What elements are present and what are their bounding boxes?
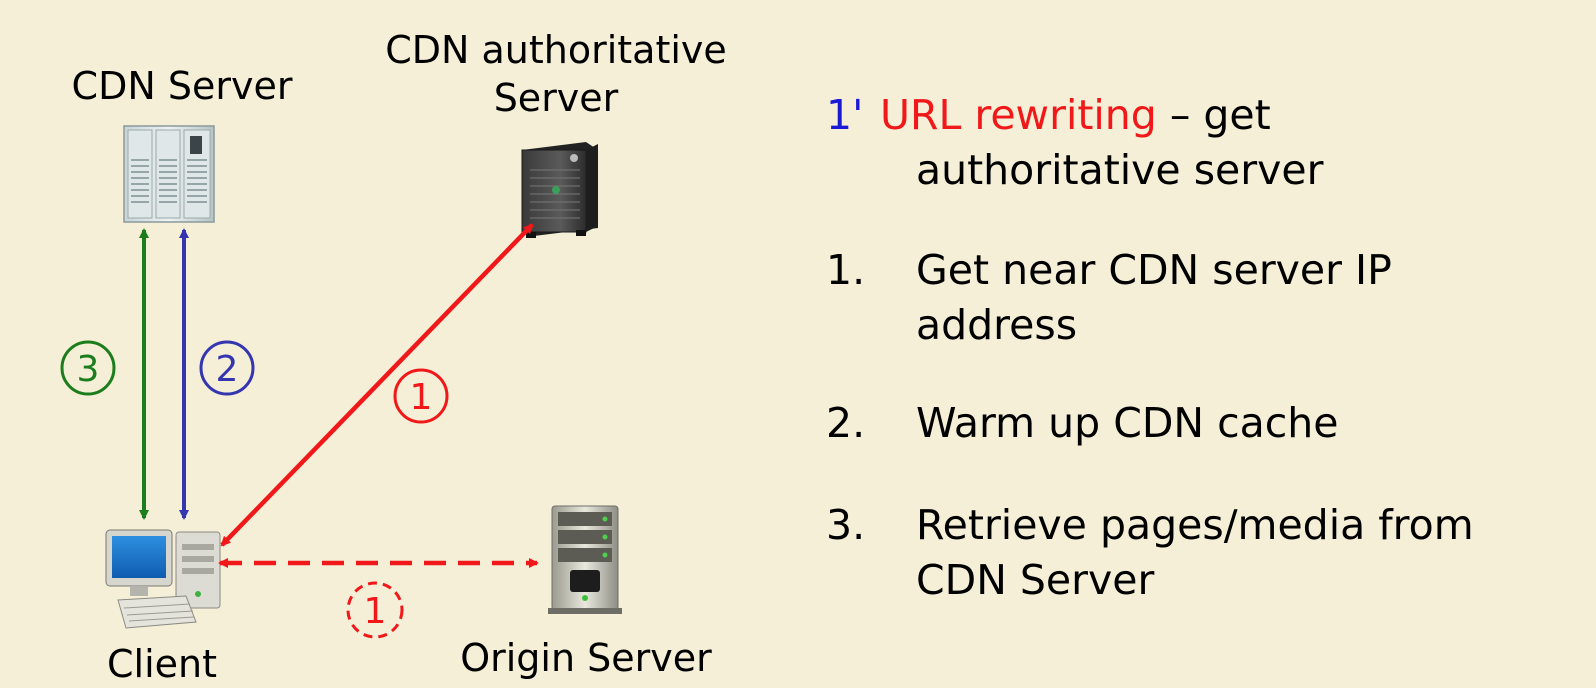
step-line1: Warm up CDN cache — [916, 399, 1339, 447]
step-rest: – get — [1156, 91, 1271, 139]
step-line2: address — [916, 301, 1078, 349]
origin-server-icon — [548, 505, 622, 614]
edge-label-circle-red-dashed — [346, 581, 404, 639]
edge-label-circle-green — [60, 340, 116, 396]
origin-server-label: Origin Server — [460, 636, 712, 680]
edge-label-circle-red — [393, 368, 449, 424]
cdn-diagram: 3 2 1 1 — [60, 125, 622, 639]
cdn-server-icon — [123, 125, 215, 223]
edge-label-circle-blue — [199, 340, 255, 396]
step-highlight: URL rewriting — [880, 91, 1157, 139]
cdn-authoritative-server-label: CDN authoritative Server — [376, 26, 736, 122]
edge-label-blue: 2 — [216, 349, 239, 390]
arrow-red-1-solid — [220, 223, 534, 547]
step-text: Get near CDN server IP address — [916, 243, 1392, 353]
cdn-server-label: CDN Server — [71, 64, 293, 108]
step-text: Warm up CDN cache — [916, 396, 1339, 451]
client-label: Client — [106, 642, 217, 686]
cdn-authoritative-line2: Server — [493, 76, 619, 120]
step-line1: Get near CDN server IP — [916, 246, 1392, 294]
edge-label-red-solid: 1 — [410, 377, 433, 418]
step-number: 2. — [826, 399, 866, 447]
step-number: 1' — [826, 91, 864, 139]
step-text: URL rewriting – get authoritative server — [880, 88, 1323, 198]
step-number: 1. — [826, 246, 866, 294]
edge-label-green: 3 — [77, 349, 100, 390]
edge-label-red-dashed: 1 — [364, 591, 387, 632]
step-line2: authoritative server — [916, 146, 1324, 194]
cdn-authoritative-server-icon — [521, 142, 598, 238]
step-line1: Retrieve pages/media from — [916, 501, 1474, 549]
cdn-authoritative-line1: CDN authoritative — [385, 28, 727, 72]
step-number: 3. — [826, 501, 866, 549]
step-text: Retrieve pages/media from CDN Server — [916, 498, 1474, 608]
step-line2: CDN Server — [916, 556, 1155, 604]
client-computer-icon — [105, 529, 221, 629]
